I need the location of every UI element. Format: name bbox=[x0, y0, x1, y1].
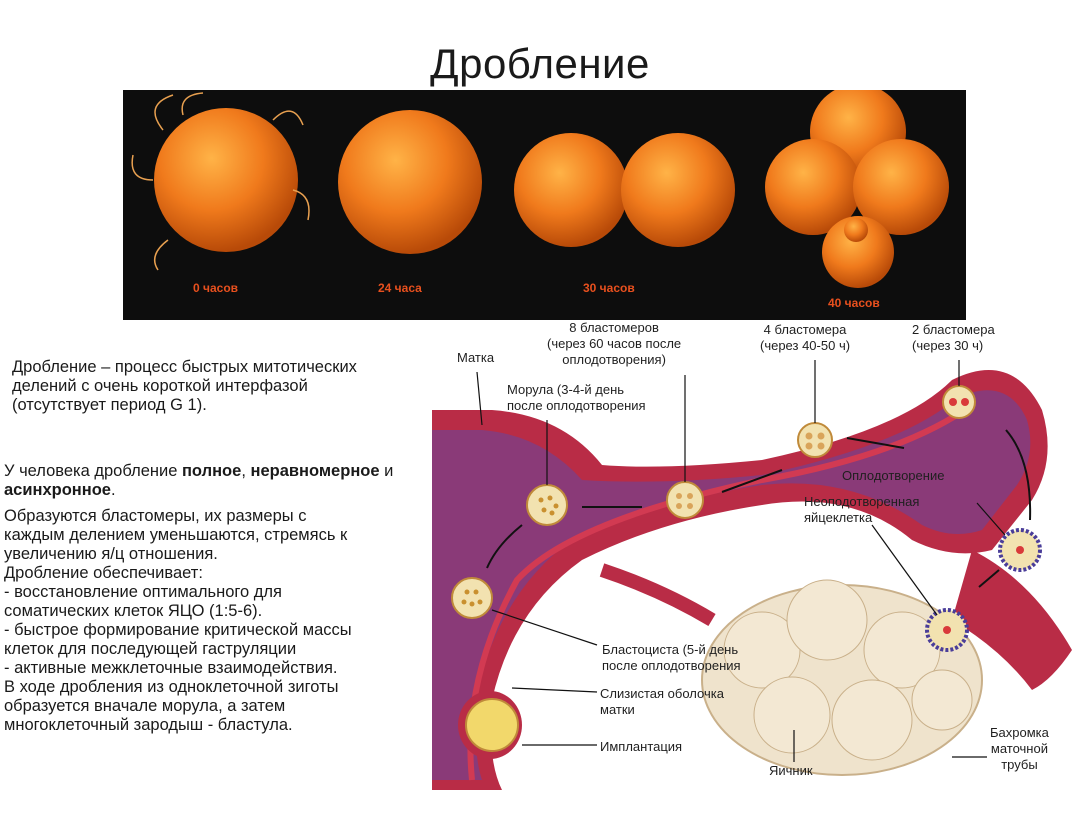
morula-cell bbox=[526, 484, 568, 526]
four-cell-stage bbox=[797, 422, 833, 458]
blastocyst-cell bbox=[451, 577, 493, 619]
four-cell-photo bbox=[765, 90, 949, 288]
label-morula: Морула (3-4-й день после оплодотворения bbox=[507, 382, 646, 413]
zygote-photo bbox=[131, 92, 310, 271]
eight-cell-stage bbox=[666, 481, 704, 519]
fertilized-egg bbox=[998, 528, 1042, 572]
fallopian-tube-diagram: Матка 8 бластомеров (через 60 часов посл… bbox=[432, 320, 1080, 825]
body-text: Образуются бластомеры, их размеры с кажд… bbox=[4, 507, 352, 734]
label-two-blastomeres: 2 бластомера (через 30 ч) bbox=[912, 322, 995, 353]
label-fertilization: Оплодотворение bbox=[842, 468, 945, 483]
two-cell-stage bbox=[942, 385, 976, 419]
ovary bbox=[701, 579, 983, 776]
two-cell-photo bbox=[514, 133, 735, 247]
label-eight-blastomeres: 8 бластомеров (через 60 часов после опло… bbox=[547, 320, 682, 367]
definition-text: Дробление – процесс быстрых митотических… bbox=[12, 358, 357, 414]
sep-2: и bbox=[384, 462, 394, 480]
tube-lumen bbox=[432, 390, 1031, 780]
page-title: Дробление bbox=[430, 40, 650, 87]
label-blastocyst: Бластоциста (5-й день после оплодотворен… bbox=[602, 642, 741, 673]
label-fimbria: Бахромка маточной трубы bbox=[990, 725, 1049, 772]
human-prefix: У человека дробление bbox=[4, 462, 182, 480]
term-complete: полное bbox=[181, 462, 242, 480]
unfertilized-egg bbox=[925, 608, 969, 652]
stage-label-30h: 30 часов bbox=[583, 281, 635, 295]
cleavage-photo-strip: 0 часов 24 часа 30 часов 40 часов bbox=[123, 90, 966, 320]
label-four-blastomeres: 4 бластомера (через 40-50 ч) bbox=[760, 322, 851, 353]
embryo-photos bbox=[131, 90, 949, 288]
human-suffix: . bbox=[110, 481, 116, 499]
label-uterus: Матка bbox=[457, 350, 495, 365]
label-implantation: Имплантация bbox=[600, 739, 683, 754]
human-cleavage-text: У человека дробление полное, неравномерн… bbox=[4, 462, 474, 500]
travel-arrows bbox=[486, 429, 1032, 588]
label-mucosa: Слизистая оболочка матки bbox=[600, 686, 724, 717]
term-unequal: неравномерное bbox=[250, 462, 380, 480]
label-unfertilized-egg: Неоподотворенная яйцеклетка bbox=[804, 494, 920, 525]
stage-label-40h: 40 часов bbox=[828, 296, 880, 310]
implanted-embryo bbox=[458, 691, 522, 759]
stage-label-24h: 24 часа bbox=[378, 281, 422, 295]
stage-label-0h: 0 часов bbox=[193, 281, 239, 295]
sep-1: , bbox=[241, 462, 251, 480]
zygote-24h-photo bbox=[338, 110, 482, 254]
term-asynchronous: асинхронное bbox=[4, 481, 111, 499]
label-ovary: Яичник bbox=[769, 763, 813, 778]
reproductive-tract-illustration bbox=[432, 360, 1072, 790]
